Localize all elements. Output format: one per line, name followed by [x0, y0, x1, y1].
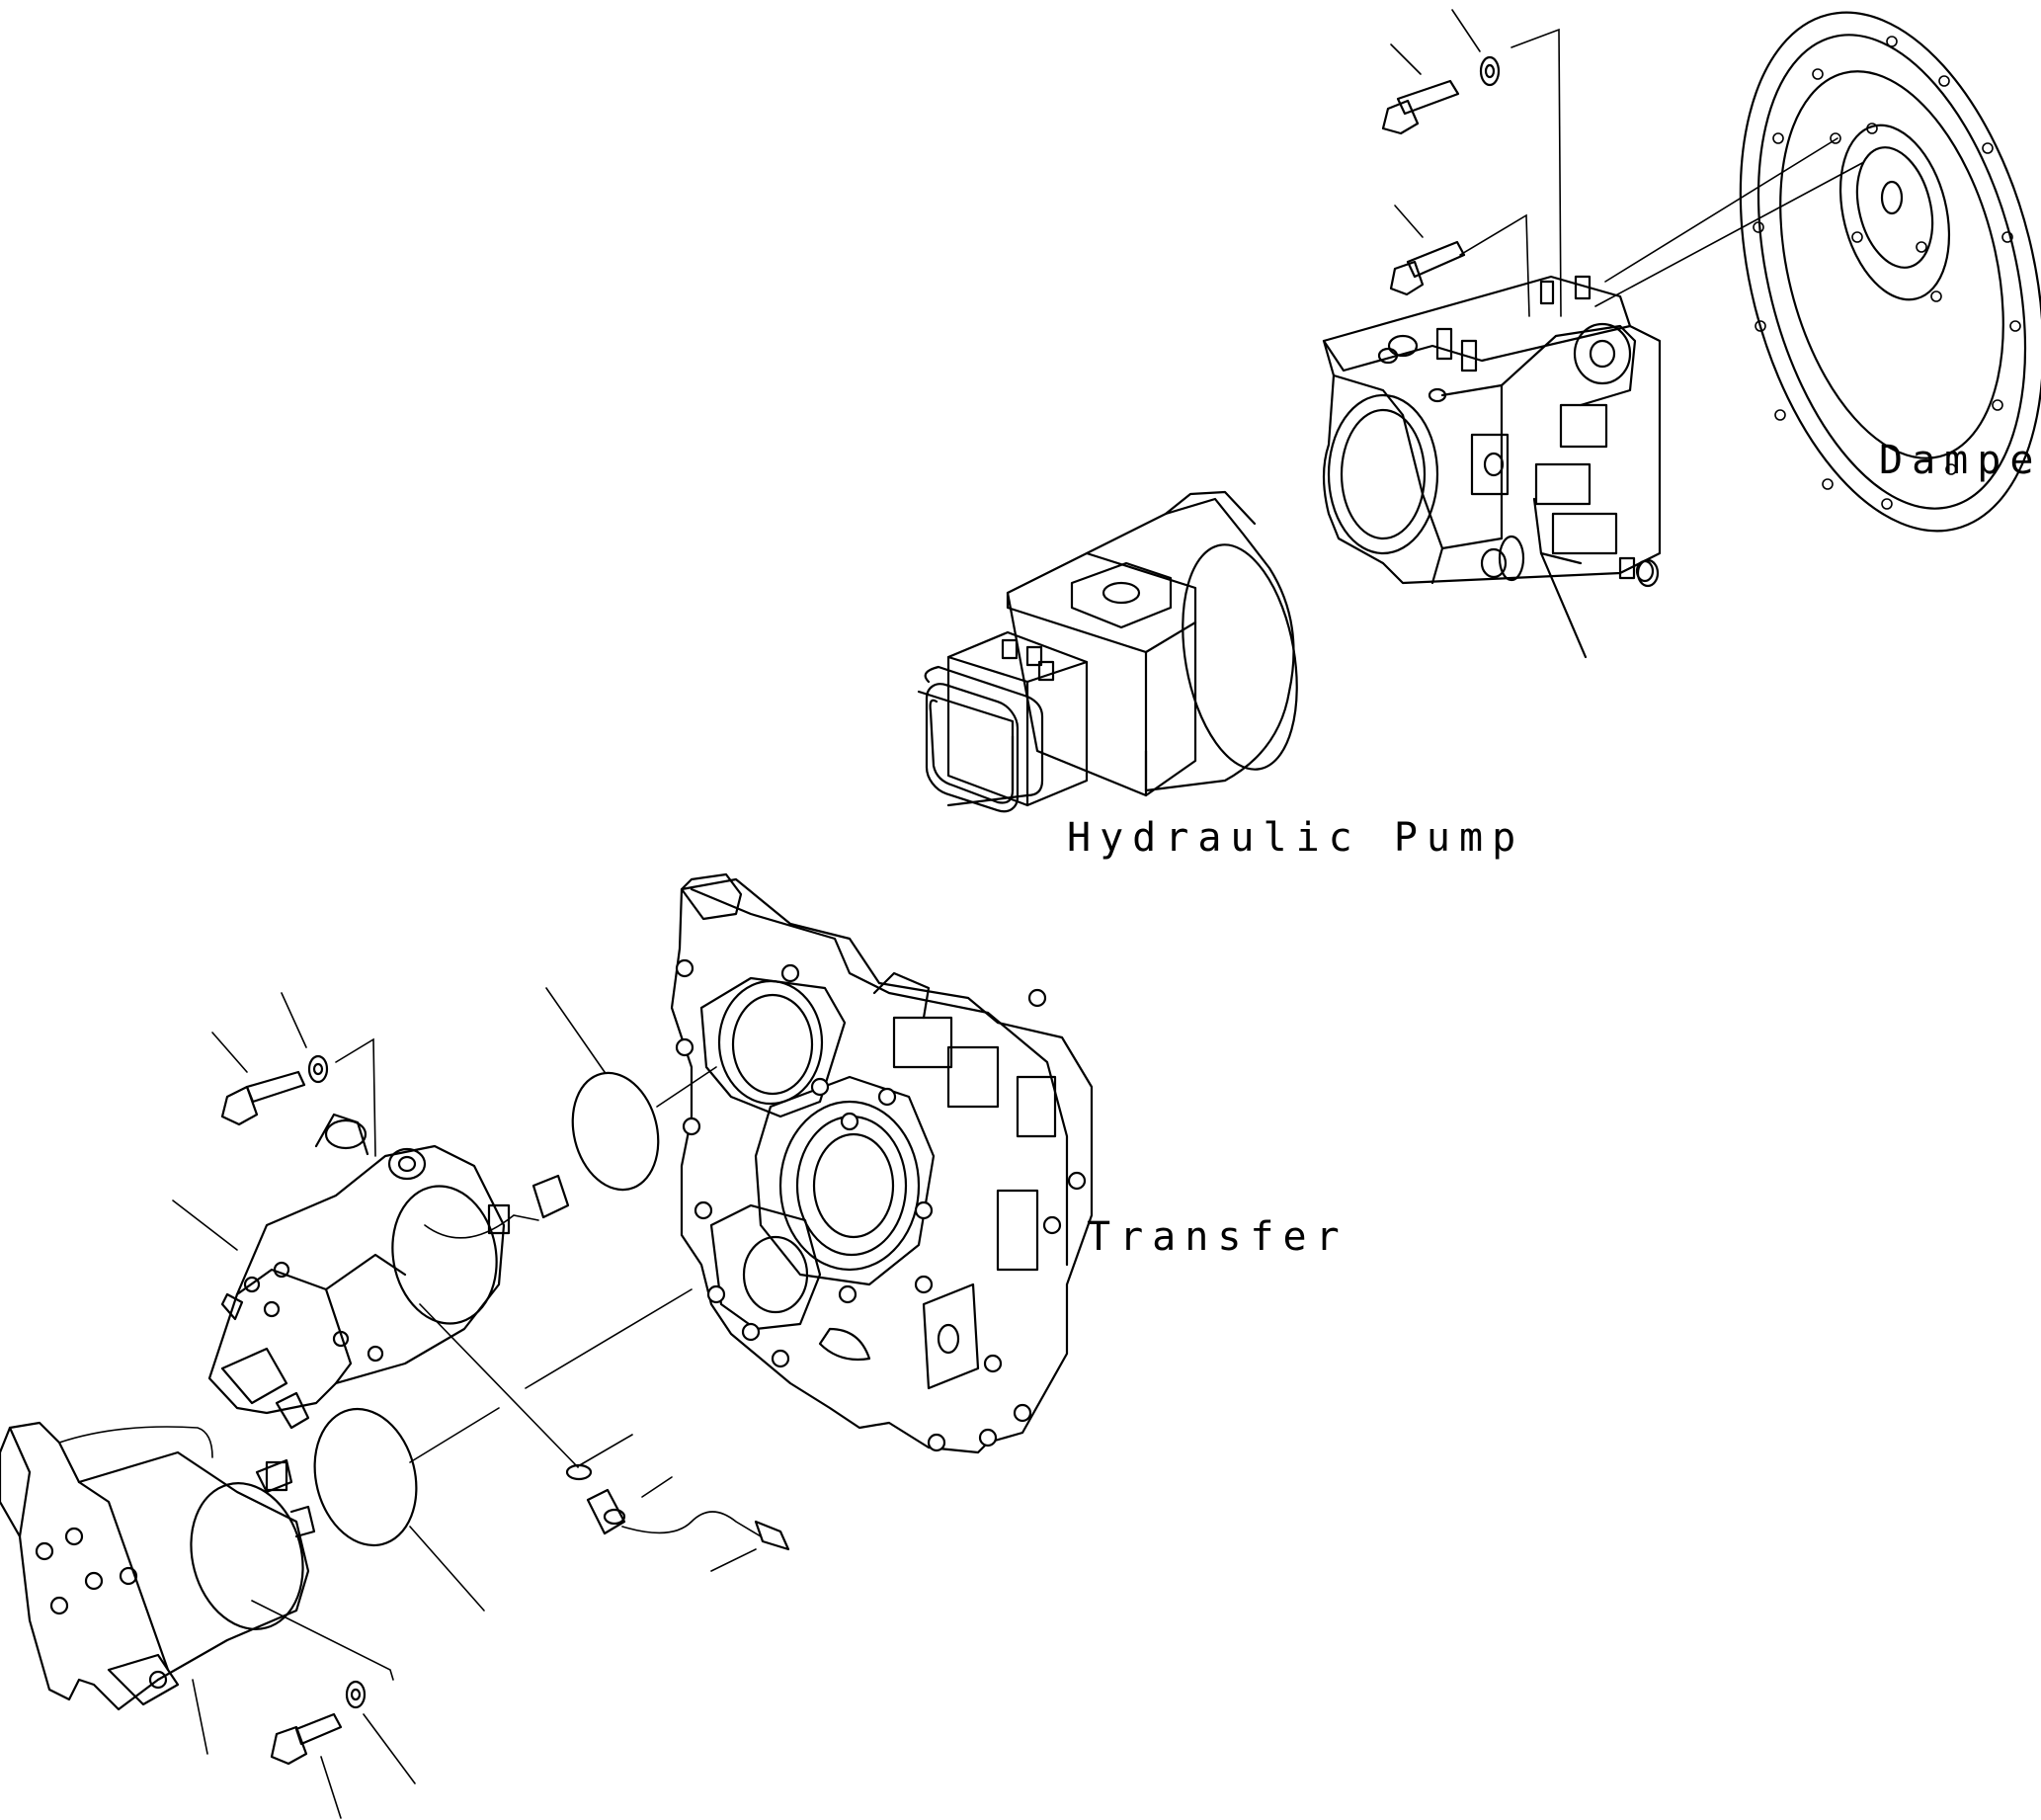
hydraulic-motor-upper	[173, 1115, 568, 1428]
bolt-washer-set-left-upper	[212, 993, 375, 1156]
transfer-part	[672, 874, 1092, 1452]
o-ring-lower	[301, 1398, 499, 1611]
transfer-label: Transfer	[1087, 1214, 1348, 1260]
bolt-washer-set-left-lower	[272, 1682, 415, 1818]
bolt-washer-set-top	[1383, 10, 1561, 316]
hydraulic-pump-label: Hydraulic Pump	[1067, 815, 1525, 861]
o-ring-upper	[546, 988, 716, 1199]
hydraulic-pump-part	[919, 492, 1313, 817]
sensor-part	[420, 1304, 788, 1571]
main-pump-assembly	[1324, 277, 1660, 657]
damper-part	[1595, 0, 2041, 563]
damper-label: Damper	[1879, 438, 2041, 483]
hydraulic-motor-lower	[0, 1423, 393, 1754]
